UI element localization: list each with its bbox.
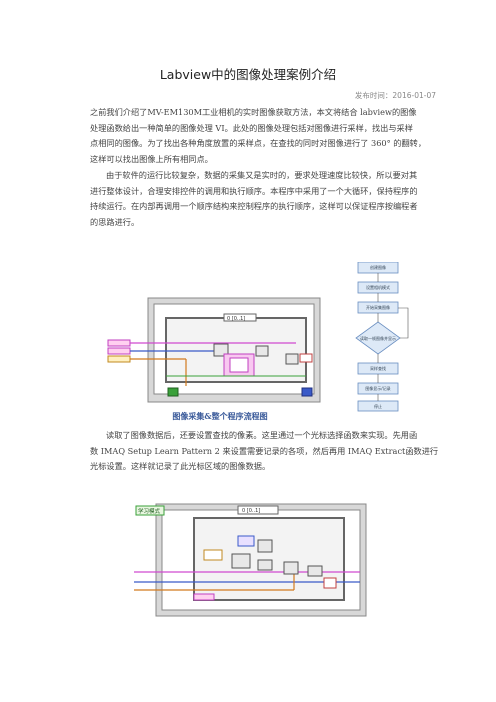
flow-step: 图像显示/记录 — [365, 385, 390, 391]
paragraph-line: 处理函数给出一种简单的图像处理 VI。此处的图像处理包括对图像进行采样，找出与采… — [90, 122, 413, 133]
paragraph-line: 持续运行。在内部再调用一个顺序结构来控制程序的执行顺序，这样可以保证程序按编程者 — [90, 201, 418, 211]
paragraph-line: 数 IMAQ Setup Learn Pattern 2 来设置需要记录的各项，… — [90, 445, 439, 456]
flow-step: 创建图像 — [370, 264, 386, 270]
paragraph-line: 这样可以找出图像上所有相同点。 — [90, 153, 213, 164]
flow-step: 开始采集图像 — [366, 304, 390, 310]
paragraph-3: 读取了图像数据后，还要设置查找的像素。这里通过一个光标选择函数来实现。先用函 数… — [90, 428, 439, 475]
flow-step: 采样查找 — [370, 365, 386, 371]
flow-step: 设置相机模式 — [366, 284, 390, 290]
paragraph-2: 由于软件的运行比较复杂，数据的采集又是实时的，要求处理速度比较快，所以要对其 进… — [90, 168, 418, 230]
frame-label: 0 [0..1] — [227, 316, 245, 322]
article-title: Labview中的图像处理案例介绍 — [159, 67, 337, 82]
paragraph-line: 的思路进行。 — [90, 216, 140, 227]
paragraph-line: 光标设置。这样就记录了此光标区域的图像数据。 — [90, 461, 271, 471]
labview-diagram-learn: 0 [0..1] 学习模式 — [134, 502, 368, 618]
program-flowchart: 创建图像 设置相机模式 开始采集图像 读取一帧图像并显示 采样查找 图像显示/记… — [354, 262, 414, 412]
paragraph-line: 进行整体设计，合理安排控件的调用和执行顺序。本程序中采用了一个大循环，保持程序的 — [90, 185, 418, 196]
publish-date: 发布时间：2016-01-07 — [354, 91, 436, 100]
block-diagram-svg: 0 [0..1] — [107, 297, 321, 403]
labview-diagram-main: 0 [0..1] — [106, 296, 322, 404]
figure-caption: 图像采集&整个程序流程图 — [172, 411, 268, 421]
flow-step: 读取一帧图像并显示 — [360, 335, 396, 341]
paragraph-line: 点相同的图像。为了找出各种角度放置的采样点，在查找的同时对图像进行了 360° … — [90, 138, 427, 148]
paragraph-line: 由于软件的运行比较复杂，数据的采集又是实时的，要求处理速度比较快，所以要对其 — [106, 170, 418, 180]
paragraph-line: 读取了图像数据后，还要设置查找的像素。这里通过一个光标选择函数来实现。先用函 — [106, 430, 418, 440]
paragraph-line: 之前我们介绍了MV-EM130M工业相机的实时图像获取方法，本文将结合 labv… — [90, 107, 417, 117]
learn-mode-label: 学习模式 — [138, 507, 161, 515]
frame-label: 0 [0..1] — [242, 508, 260, 514]
flow-step: 停止 — [374, 403, 382, 409]
paragraph-1: 之前我们介绍了MV-EM130M工业相机的实时图像获取方法，本文将结合 labv… — [90, 105, 427, 167]
